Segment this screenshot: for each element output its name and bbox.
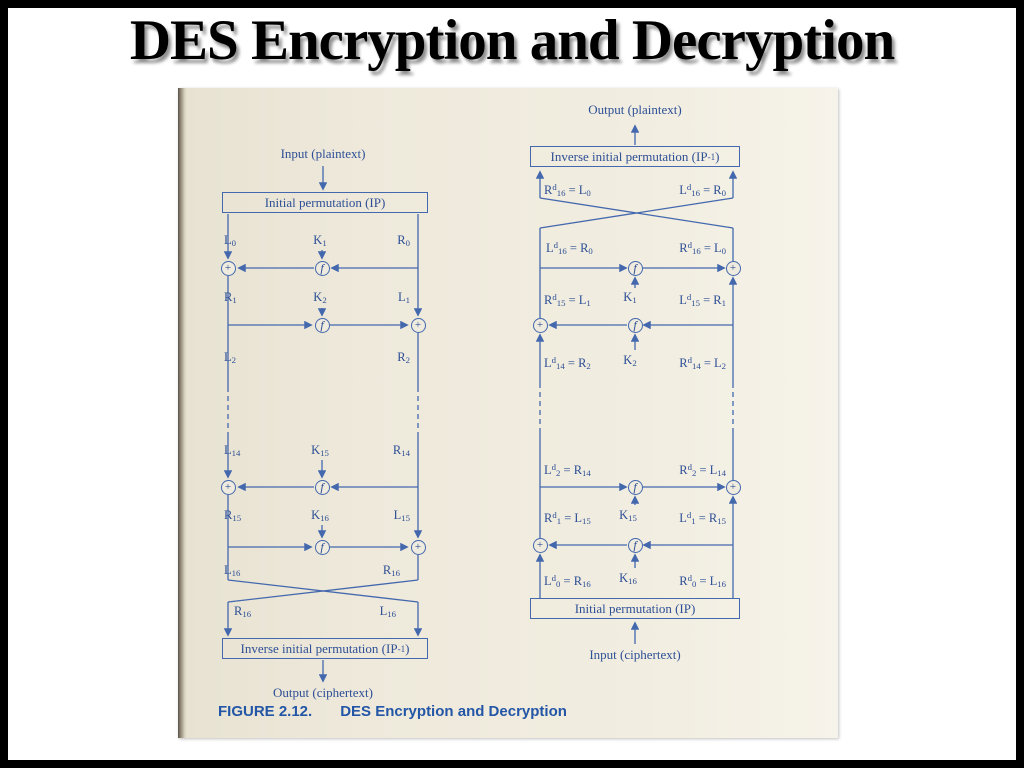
xor-node: + bbox=[532, 317, 548, 333]
dec-inverse-initial-permutation-box: Inverse initial permutation (IP-1) bbox=[530, 146, 740, 167]
xor-node: + bbox=[532, 537, 548, 553]
figure-caption-number: FIGURE 2.12. bbox=[218, 703, 313, 720]
enc-k2-label: K2 bbox=[313, 290, 327, 306]
dec-k16-label: K16 bbox=[619, 571, 637, 587]
f-node: f bbox=[627, 479, 643, 495]
dec-output-label: Output (plaintext) bbox=[588, 102, 682, 117]
xor-node: + bbox=[725, 479, 741, 495]
enc-output-label: Output (ciphertext) bbox=[273, 685, 373, 700]
enc-l2-label: L2 bbox=[224, 350, 237, 366]
dec-row4-left-label: Ld14 = R2 bbox=[544, 355, 591, 372]
enc-l16-swapped-label: L16 bbox=[379, 604, 396, 620]
f-node: f bbox=[314, 317, 330, 333]
enc-r15-label: R15 bbox=[224, 508, 242, 524]
dec-k2-label: K2 bbox=[623, 353, 637, 369]
f-node: f bbox=[314, 479, 330, 495]
enc-k1-label: K1 bbox=[313, 233, 327, 249]
enc-r0-label: R0 bbox=[397, 233, 410, 249]
dec-row4-right-label: Rd14 = L2 bbox=[679, 355, 726, 372]
enc-r16-swapped-label: R16 bbox=[234, 604, 252, 620]
enc-initial-permutation-box: Initial permutation (IP) bbox=[222, 192, 428, 213]
enc-inverse-initial-permutation-box: Inverse initial permutation (IP-1) bbox=[222, 638, 428, 659]
dec-initial-permutation-box: Initial permutation (IP) bbox=[530, 598, 740, 619]
enc-l14-label: L14 bbox=[224, 443, 241, 459]
dec-row1-right-label: Ld16 = R0 bbox=[679, 182, 726, 199]
textbook-figure: Input (plaintext) Initial permutation (I… bbox=[178, 88, 838, 738]
xor-node: + bbox=[410, 539, 426, 555]
dec-row6-right-label: Ld1 = R15 bbox=[679, 510, 726, 527]
dec-k1-label: K1 bbox=[623, 290, 637, 306]
enc-r14-label: R14 bbox=[392, 443, 410, 459]
dec-row5-right-label: Rd2 = L14 bbox=[679, 462, 726, 479]
f-node: f bbox=[314, 260, 330, 276]
enc-k16-label: K16 bbox=[311, 508, 329, 524]
xor-node: + bbox=[410, 317, 426, 333]
dec-row6-left-label: Rd1 = L15 bbox=[544, 510, 591, 527]
figure-caption: FIGURE 2.12. DES Encryption and Decryptio… bbox=[218, 703, 567, 720]
dec-row5-left-label: Ld2 = R14 bbox=[544, 462, 591, 479]
f-node: f bbox=[314, 539, 330, 555]
f-node: f bbox=[627, 537, 643, 553]
enc-l16-label: L16 bbox=[224, 563, 241, 579]
enc-l1-label: L1 bbox=[397, 290, 410, 306]
enc-input-label: Input (plaintext) bbox=[280, 146, 366, 161]
enc-l0-label: L0 bbox=[224, 233, 237, 249]
enc-l15-label: L15 bbox=[393, 508, 410, 524]
dec-row3-left-label: Rd15 = L1 bbox=[544, 292, 591, 309]
slide: DES Encryption and Decryption bbox=[8, 8, 1016, 760]
enc-r16-label: R16 bbox=[382, 563, 400, 579]
dec-row7-right-label: Rd0 = L16 bbox=[679, 573, 726, 590]
diagram-connectors bbox=[223, 124, 738, 683]
dec-row2-right-label: Rd16 = L0 bbox=[679, 240, 726, 257]
enc-k15-label: K15 bbox=[311, 443, 329, 459]
dec-input-label: Input (ciphertext) bbox=[589, 647, 681, 662]
dec-row3-right-label: Ld15 = R1 bbox=[679, 292, 726, 309]
figure-caption-text: DES Encryption and Decryption bbox=[340, 703, 567, 720]
f-node: f bbox=[627, 317, 643, 333]
dec-row2-left-label: Ld16 = R0 bbox=[546, 240, 593, 257]
xor-node: + bbox=[220, 479, 236, 495]
dec-k15-label: K15 bbox=[619, 508, 637, 524]
slide-title: DES Encryption and Decryption bbox=[129, 9, 895, 72]
dec-row1-left-label: Rd16 = L0 bbox=[544, 182, 591, 199]
f-node: f bbox=[627, 260, 643, 276]
dec-row7-left-label: Ld0 = R16 bbox=[544, 573, 591, 590]
xor-node: + bbox=[725, 260, 741, 276]
enc-r1-label: R1 bbox=[224, 290, 237, 306]
enc-r2-label: R2 bbox=[397, 350, 410, 366]
xor-node: + bbox=[220, 260, 236, 276]
